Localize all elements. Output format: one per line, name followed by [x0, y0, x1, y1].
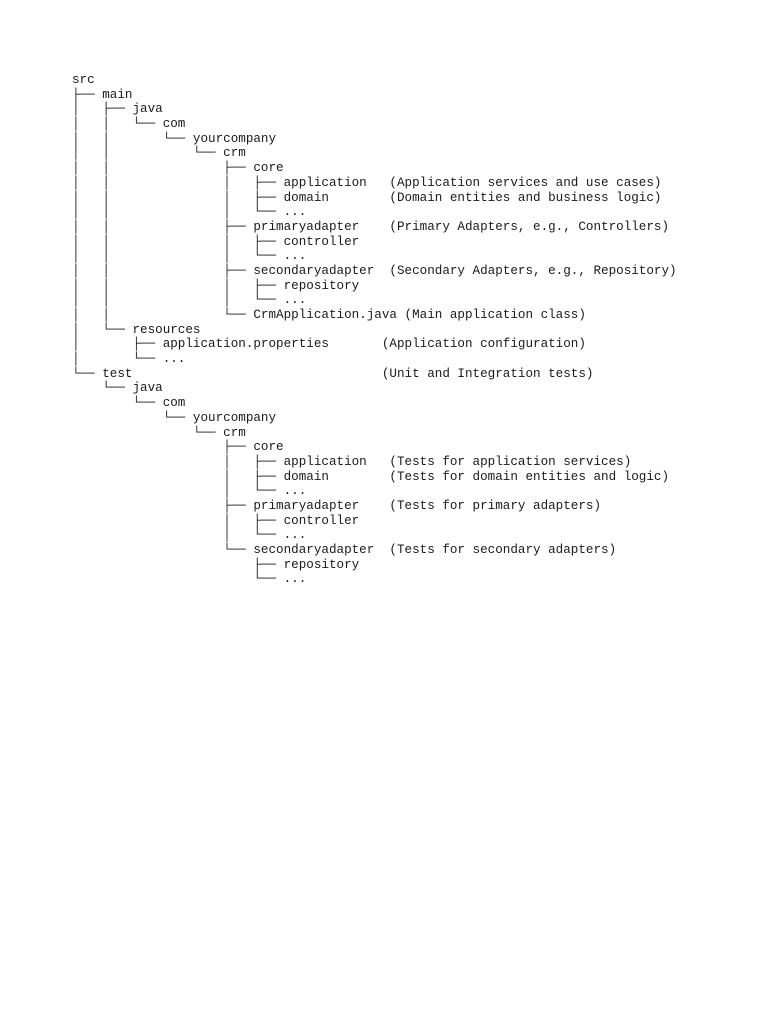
tree-line: │ │ ├── core	[72, 161, 284, 176]
tree-line: └── yourcompany	[72, 410, 277, 425]
tree-line: ├── primaryadapter (Tests for primary ad…	[72, 498, 602, 513]
tree-line: │ │ │ ├── repository	[72, 278, 360, 293]
tree-line: │ ├── domain (Tests for domain entities …	[72, 469, 670, 484]
tree-line: │ └── ...	[72, 528, 307, 543]
tree-line: │ │ └── crm	[72, 146, 246, 161]
tree-line: │ ├── controller	[72, 513, 360, 528]
tree-line: src	[72, 73, 95, 87]
tree-line: │ ├── java	[72, 102, 163, 117]
tree-line: ├── repository	[72, 557, 360, 572]
tree-line: └── test (Unit and Integration tests)	[72, 366, 594, 381]
tree-line: │ │ ├── primaryadapter (Primary Adapters…	[72, 219, 670, 234]
directory-tree: src ├── main │ ├── java │ │ └── com │ │ …	[72, 73, 677, 587]
tree-line: │ │ ├── secondaryadapter (Secondary Adap…	[72, 263, 677, 278]
tree-line: └── secondaryadapter (Tests for secondar…	[72, 543, 617, 557]
tree-line: │ │ │ └── ...	[72, 249, 307, 264]
tree-line: └── java	[72, 381, 163, 396]
tree-line: │ └── ...	[72, 484, 307, 499]
tree-line: │ └── resources	[72, 322, 201, 337]
tree-line: │ │ │ └── ...	[72, 205, 307, 220]
tree-line: │ ├── application (Tests for application…	[72, 454, 632, 469]
tree-line: │ │ │ ├── controller	[72, 234, 360, 249]
tree-line: │ │ └── yourcompany	[72, 131, 277, 146]
tree-line: ├── core	[72, 440, 284, 455]
tree-line: ├── main	[72, 87, 133, 102]
tree-line: │ │ │ ├── application (Application servi…	[72, 175, 662, 190]
tree-line: │ ├── application.properties (Applicatio…	[72, 337, 586, 352]
tree-line: │ │ └── CrmApplication.java (Main applic…	[72, 308, 586, 322]
tree-line: │ │ └── com	[72, 117, 186, 132]
tree-line: │ └── ...	[72, 352, 186, 367]
tree-line: └── com	[72, 396, 186, 411]
tree-line: └── ...	[72, 572, 307, 587]
tree-line: └── crm	[72, 425, 246, 440]
tree-line: │ │ │ ├── domain (Domain entities and bu…	[72, 190, 662, 205]
tree-line: │ │ │ └── ...	[72, 293, 307, 308]
